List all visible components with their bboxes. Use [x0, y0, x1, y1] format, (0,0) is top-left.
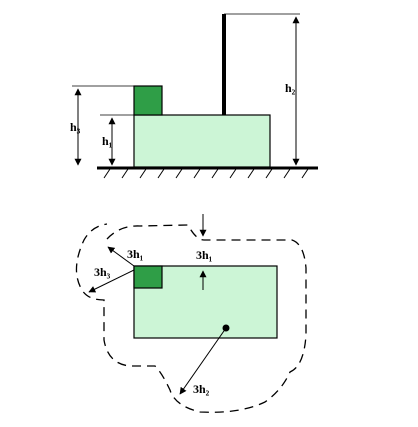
three-h1-top-label: 3h₁ [196, 248, 213, 262]
three-h1-left-label: 3h₁ [127, 247, 144, 261]
building-elevation [133, 114, 271, 168]
three-h2-arrow [179, 327, 227, 395]
rooftop-box-plan [133, 265, 163, 289]
elevation-view: h₃ h₁ h₂ [70, 13, 318, 179]
h3-label: h₃ [70, 120, 81, 134]
h1-label: h₁ [102, 134, 113, 148]
three-h3-arrow [88, 269, 135, 293]
h2-label: h₂ [285, 81, 296, 95]
three-h2-label: 3h₂ [193, 382, 210, 396]
ground-hatching [103, 168, 309, 179]
box-offset-arrow [107, 246, 135, 267]
drift-zone-boundary [75, 223, 307, 413]
plan-view: 3h₁ 3h₁ 3h₃ 3h₂ [75, 214, 307, 413]
three-h3-label: 3h₃ [94, 265, 111, 279]
rooftop-box-elevation [133, 85, 163, 116]
